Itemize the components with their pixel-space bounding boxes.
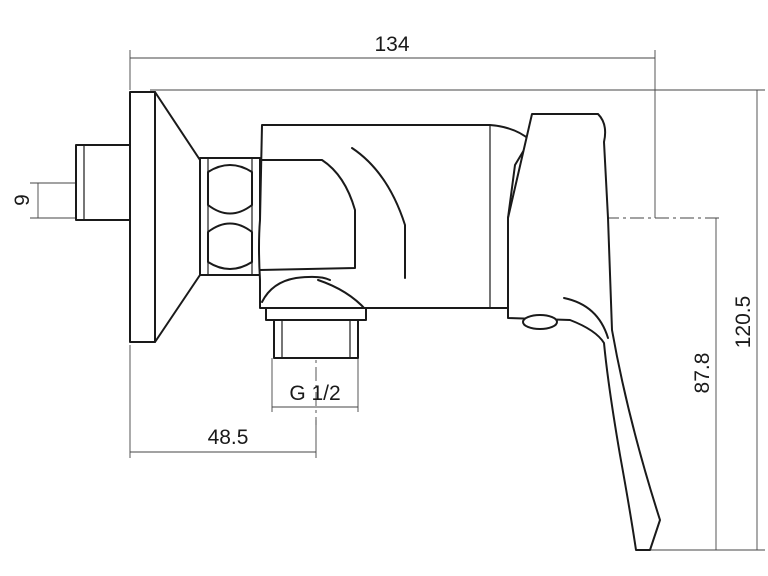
dimension-lines	[30, 50, 765, 551]
overall-width-label: 134	[374, 33, 409, 56]
overall-height-label: 120.5	[732, 296, 755, 349]
lever-handle	[507, 113, 661, 551]
wall-flange	[129, 91, 201, 343]
outlet-offset-label: 48.5	[208, 426, 249, 449]
mixer-body	[258, 124, 531, 311]
inlet-offset-label: 9	[11, 194, 34, 206]
hex-nut	[199, 157, 261, 276]
dimension-labels: 134 G 1/2 48.5 9 87.8 120.5	[11, 33, 755, 449]
thread-size-label: G 1/2	[289, 382, 340, 405]
inlet-pipe	[75, 144, 133, 221]
axis-height-label: 87.8	[691, 353, 714, 394]
outlet-pipe	[265, 307, 367, 359]
